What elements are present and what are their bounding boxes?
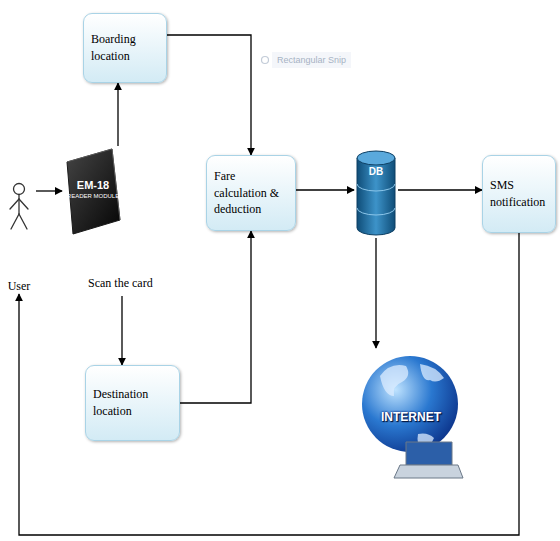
database-cylinder-art bbox=[354, 150, 398, 238]
process-box: Boarding location bbox=[83, 13, 167, 83]
process-box: SMS notification bbox=[482, 155, 556, 233]
reader-model: EM-18 bbox=[62, 178, 124, 192]
flow-arrow bbox=[117, 83, 118, 146]
database-label: DB bbox=[369, 166, 383, 178]
flow-arrow bbox=[167, 35, 251, 155]
process-box: Destination location bbox=[85, 365, 180, 441]
user-label: User bbox=[2, 279, 36, 294]
globe-label: INTERNET bbox=[381, 410, 441, 425]
snip-icon bbox=[260, 55, 270, 65]
flow-arrow bbox=[36, 190, 62, 191]
box-label: Boarding location bbox=[91, 31, 159, 65]
flow-arrow bbox=[375, 238, 376, 348]
watermark-label: Rectangular Snip bbox=[272, 52, 351, 68]
box-label: SMS notification bbox=[490, 177, 548, 211]
reader-caption: READER MODULE bbox=[62, 192, 124, 200]
internet-globe: INTERNET bbox=[360, 348, 462, 482]
user-figure: User bbox=[2, 182, 36, 294]
step-caption: Scan the card bbox=[88, 276, 166, 291]
flow-arrow bbox=[180, 231, 251, 403]
user-figure-art bbox=[2, 182, 36, 232]
flow-arrow bbox=[121, 296, 122, 365]
flow-arrow bbox=[296, 189, 354, 190]
database-cylinder: DB bbox=[354, 150, 398, 238]
flow-arrow bbox=[19, 233, 519, 535]
box-label: Fare calculation & deduction bbox=[214, 168, 288, 218]
box-label: Destination location bbox=[93, 386, 172, 420]
rfid-reader: EM-18READER MODULE Scan the card bbox=[62, 146, 166, 296]
flow-arrow bbox=[398, 189, 482, 190]
process-box: Fare calculation & deduction bbox=[206, 155, 296, 231]
